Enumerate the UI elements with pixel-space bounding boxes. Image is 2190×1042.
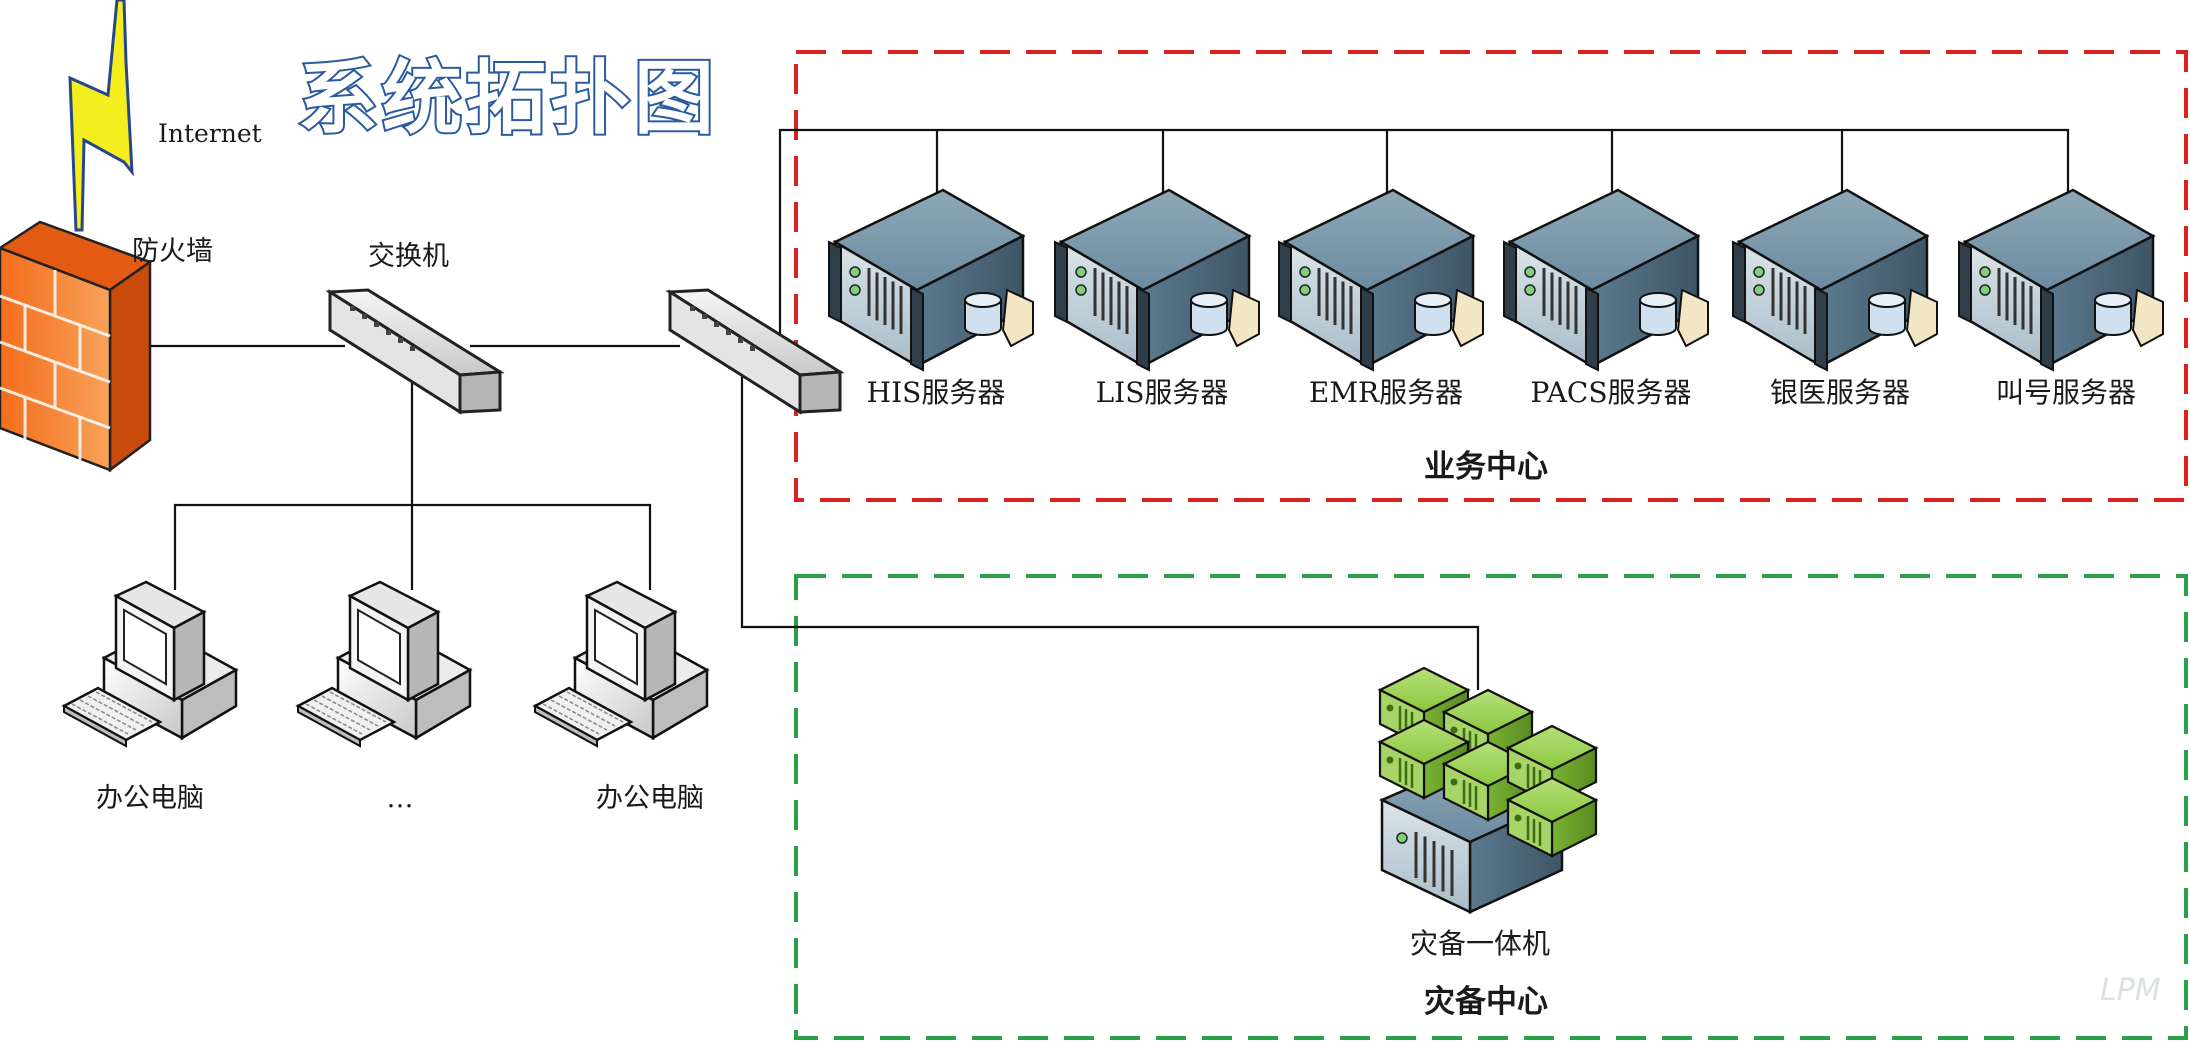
disaster-center-label: 灾备中心 [1424,984,1548,1020]
switch-label: 交换机 [368,241,449,272]
internet-lightning-icon [68,0,134,232]
firewall-label: 防火墙 [132,236,213,267]
server-icon [1732,188,1938,372]
switch-icon [665,288,845,415]
internet-label: Internet [158,119,262,148]
computer-label: 办公电脑 [596,783,704,814]
computer-icon [61,580,239,748]
server-label: HIS服务器 [867,376,1006,409]
watermark-logo: LPM [2100,973,2161,1008]
connection-lines [150,128,2070,690]
server-label: LIS服务器 [1096,376,1229,409]
server-icon [1958,188,2164,372]
server-icon [1278,188,1484,372]
disaster-device-label: 灾备一体机 [1410,927,1550,960]
computer-icon [532,580,710,748]
svg-text:LPM: LPM [2100,973,2161,1008]
server-label: PACS服务器 [1530,376,1691,409]
server-icon [1503,188,1709,372]
server-icon [828,188,1034,372]
firewall-icon [0,220,153,473]
computer-label: … [387,783,414,814]
computer-label: 办公电脑 [96,783,204,814]
business-center-zone [794,50,2188,502]
business-center-label: 业务中心 [1424,449,1548,485]
client-computers: 办公电脑 … 办公电脑 [61,580,710,814]
server-label: 叫号服务器 [1996,376,2136,409]
server-icon [1054,188,1260,372]
server-label: 银医服务器 [1770,376,1910,409]
disaster-center-zone [794,574,2188,1040]
disaster-backup-appliance-icon [1377,666,1599,914]
switch-icon [325,288,505,415]
business-servers: HIS服务器 LIS服务器 EMR服务器 PACS服务器 银医服务器 叫号服务器 [828,188,2164,409]
server-label: EMR服务器 [1309,376,1463,409]
computer-icon [295,580,473,748]
page-title: 系统拓扑图 [298,52,718,145]
